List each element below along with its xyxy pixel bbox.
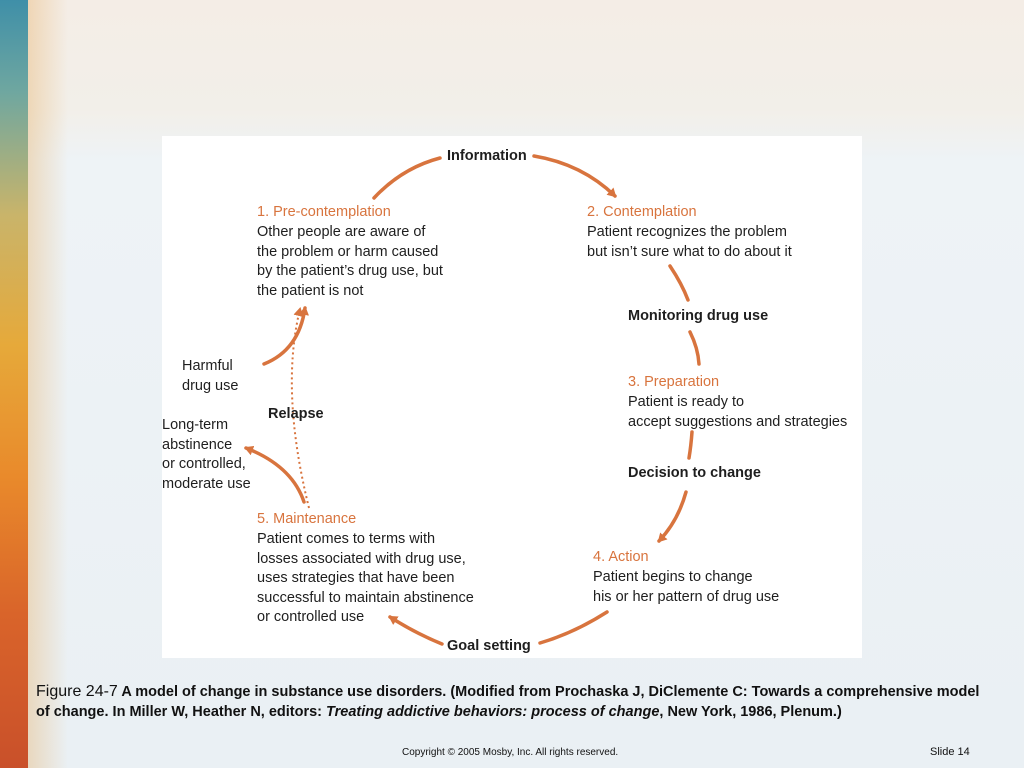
edge-label-relapse: Relapse [268, 406, 324, 422]
decorative-left-strip [0, 0, 28, 768]
arrow-harmful-to-precontemplation [262, 306, 309, 366]
caption-text-end: , New York, 1986, Plenum.) [659, 704, 842, 720]
stage-3-body: Patient is ready to accept suggestions a… [628, 394, 848, 430]
stage-1-body: Other people are aware of the problem or… [257, 224, 443, 299]
edge-label-decision: Decision to change [628, 465, 761, 481]
stage-4-body: Patient begins to change his or her patt… [593, 569, 780, 605]
cycle-arrows [244, 154, 701, 646]
arrow-maintenance-to-long-term [244, 445, 306, 504]
arrow-monitoring-to-preparation [688, 330, 701, 366]
stage-3-title: 3. Preparation [628, 374, 720, 390]
stage-2-body: Patient recognizes the problem but isn’t… [587, 224, 792, 260]
stage-1-title: 1. Pre-contemplation [257, 204, 391, 220]
footer-copyright: Copyright © 2005 Mosby, Inc. All rights … [402, 747, 619, 758]
stage-4-title: 4. Action [593, 549, 649, 565]
stage-2-title: 2. Contemplation [587, 204, 697, 220]
figure-caption: Figure 24-7 A model of change in substan… [36, 682, 996, 722]
arrow-relapse-dotted [290, 307, 310, 509]
caption-text: A model of change in substance use disor… [36, 684, 980, 720]
arrow-information-to-contemplation [532, 154, 617, 198]
edge-label-goal-setting: Goal setting [447, 638, 531, 654]
arrow-precontemplation-to-information [372, 156, 442, 200]
figure-label: Figure 24-7 [36, 683, 118, 700]
arrow-action-to-goal-setting [538, 610, 609, 645]
arrow-decision-to-action [657, 490, 688, 543]
stage-5-title: 5. Maintenance [257, 511, 357, 527]
caption-book-title: Treating addictive behaviors: process of… [326, 704, 660, 720]
arrow-preparation-to-decision [687, 430, 694, 460]
arrow-goal-setting-to-maintenance [388, 615, 444, 646]
edge-label-monitoring: Monitoring drug use [628, 308, 769, 324]
stage-5-body: Patient comes to terms with losses assoc… [257, 531, 474, 625]
stages-of-change-diagram: Information Monitoring drug use Decision… [162, 136, 862, 658]
side-label-long-term-abstinence: Long-term abstinence or controlled, mode… [162, 417, 251, 492]
footer-slide-number: Slide 14 [930, 746, 970, 758]
arrow-contemplation-to-monitoring [668, 264, 690, 302]
edge-label-information: Information [447, 148, 527, 164]
side-label-harmful-drug-use: Harmful drug use [182, 358, 239, 394]
decorative-left-fade [28, 0, 68, 768]
